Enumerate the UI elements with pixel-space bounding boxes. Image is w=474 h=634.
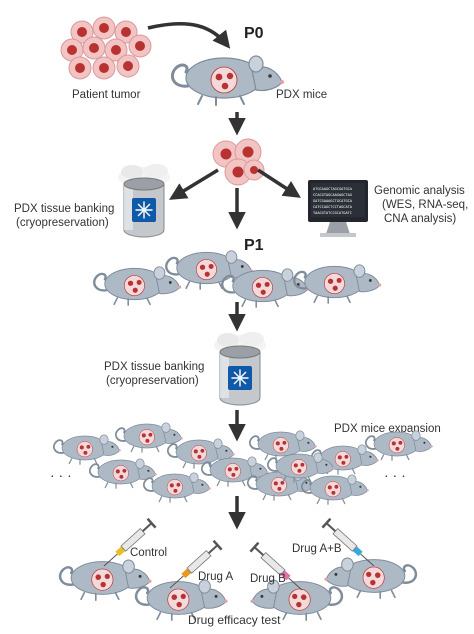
syringe-drug-ab-icon — [321, 517, 375, 567]
sequence-line: TAACGTATCCGCATGATC — [313, 211, 352, 215]
stage-p0-label: P0 — [244, 25, 264, 42]
arrow-to-banking-1 — [169, 168, 219, 200]
drug-a-label: Drug A — [198, 571, 233, 583]
expansion-mouse — [300, 473, 370, 506]
ellipsis-right: · · · — [384, 467, 406, 483]
treatment-mice-group — [58, 556, 418, 622]
cryo-tank-icon — [117, 163, 171, 238]
expansion-mouse — [52, 433, 122, 466]
sequence-line: CATCCAGCTCCTAGCATA — [313, 205, 353, 209]
genomic-line2: (WES, RNA-seq, — [382, 199, 468, 211]
expansion-mouse — [88, 457, 158, 490]
ellipsis-left: · · · — [50, 467, 72, 483]
expansion-mouse — [114, 421, 184, 454]
sequence-line: GATCGAAAGCTGCATGCA — [313, 199, 353, 203]
banking-1-line1: PDX tissue banking — [14, 203, 114, 215]
control-label: Control — [130, 547, 167, 559]
efficacy-label: Drug efficacy test — [188, 613, 281, 627]
sequence-line: ATGCAAGCTAGCGATGCA — [313, 187, 353, 191]
drug-ab-mouse — [323, 556, 418, 600]
drug-b-label: Drug B — [250, 573, 286, 585]
drug-ab-label: Drug A+B — [292, 543, 342, 555]
p0-mouse — [170, 54, 286, 107]
syringe-drug-a-icon — [169, 539, 223, 589]
cryo-tank-icon — [213, 331, 267, 406]
p1-mouse — [293, 263, 383, 305]
monitor-sequence-text: ATGCAAGCTAGCGATGCA CCACGTAGCAAGAGCTAG GA… — [313, 187, 353, 215]
p1-mice-row — [93, 249, 383, 309]
arrow-to-genomic — [257, 168, 301, 198]
harvested-tumor-cells — [212, 138, 265, 186]
genomic-line1: Genomic analysis — [374, 185, 465, 197]
expansion-mice-group — [52, 421, 434, 506]
syringe-control-icon — [103, 517, 157, 567]
pdx-mice-label: PDX mice — [276, 89, 327, 101]
banking-2-line1: PDX tissue banking — [104, 361, 204, 373]
expansion-mouse — [142, 471, 212, 504]
patient-tumor-label: Patient tumor — [72, 89, 141, 101]
banking-2-line2: (cryopreservation) — [106, 375, 199, 387]
expansion-mouse — [364, 429, 434, 462]
sequence-line: CCACGTAGCAAGAGCTAG — [313, 193, 352, 197]
stage-p1-label: P1 — [244, 237, 264, 254]
genomic-line3: CNA analysis) — [384, 213, 456, 225]
banking-1-line2: (cryopreservation) — [16, 217, 109, 229]
arrow-tumor-to-p0 — [147, 21, 231, 49]
genomic-monitor-icon — [308, 180, 368, 237]
syringe-drug-b-icon — [249, 541, 303, 591]
control-mouse — [58, 558, 153, 602]
patient-tumor-cluster — [60, 16, 152, 80]
